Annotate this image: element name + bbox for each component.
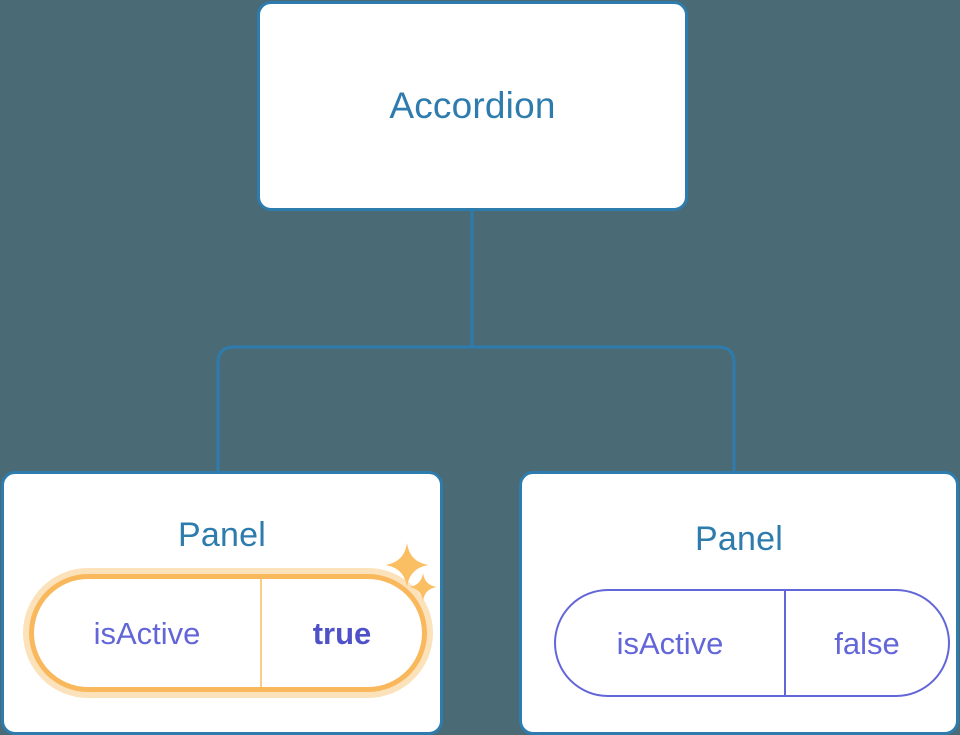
node-panel-left-title: Panel — [178, 516, 266, 554]
prop-pill-isactive-true[interactable]: isActive true — [23, 568, 433, 698]
pill-body: isActive false — [554, 589, 950, 697]
prop-pill-isactive-false[interactable]: isActive false — [554, 589, 950, 697]
prop-key-label: isActive — [34, 579, 262, 687]
prop-key-label: isActive — [556, 591, 786, 695]
connector-branch — [216, 345, 736, 471]
node-accordion[interactable]: Accordion — [257, 1, 688, 211]
pill-body: isActive true — [34, 579, 422, 687]
prop-value-label: false — [834, 625, 900, 661]
prop-value-label: true — [312, 615, 372, 651]
node-panel-right-title: Panel — [695, 520, 783, 558]
pill-solid-ring: isActive true — [29, 574, 427, 692]
node-accordion-title: Accordion — [389, 85, 556, 126]
pill-glow-ring: isActive true — [23, 568, 433, 698]
